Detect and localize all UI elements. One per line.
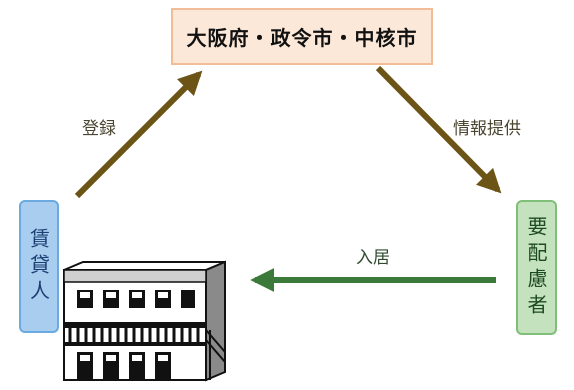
landlord-box: 賃貸人 [19,200,59,333]
register-arrow [74,70,203,199]
osaka-government-box: 大阪府・政令市・中核市 [171,8,433,65]
info-provision-arrow [375,65,502,194]
info-provision-label: 情報提供 [453,119,521,139]
care-needed-person-box: 要配慮者 [516,200,557,335]
register-label: 登録 [82,119,116,139]
move-in-label: 入居 [356,248,390,268]
apartment-building-icon [63,260,226,382]
